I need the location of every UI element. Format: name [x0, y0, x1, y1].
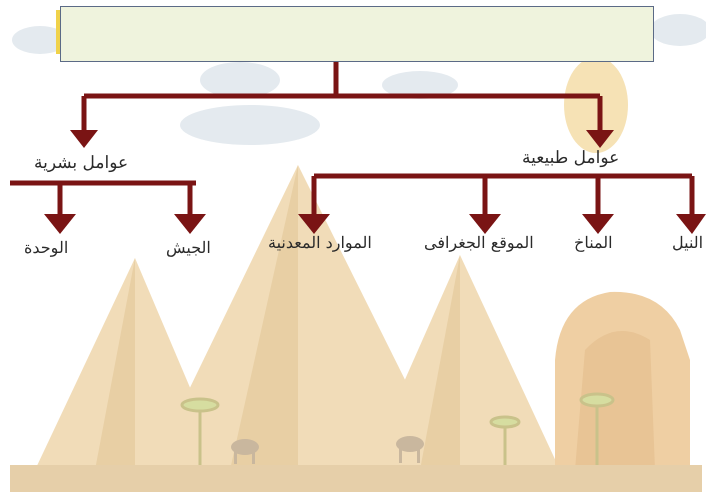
arrowhead — [586, 130, 614, 148]
arrowheads — [44, 130, 706, 234]
leaf-army: الجيش — [166, 238, 211, 257]
arrowhead — [44, 214, 76, 234]
camels — [231, 436, 424, 464]
leaf-unity: الوحدة — [24, 238, 69, 257]
natural-factors-label: عوامل طبيعية — [522, 148, 620, 168]
palm-trees — [180, 392, 615, 465]
arrowhead — [174, 214, 206, 234]
arrowhead — [582, 214, 614, 234]
connector-lines — [10, 62, 695, 218]
sun-glow — [564, 57, 628, 153]
leaf-mineral-resources: الموارد المعدنية — [268, 233, 372, 252]
ground — [10, 465, 702, 492]
clouds — [12, 14, 706, 145]
arrowhead — [676, 214, 706, 234]
pyramids — [35, 165, 560, 470]
leaf-geographic-location: الموقع الجغرافى — [424, 233, 534, 252]
title-accent-bar — [56, 10, 61, 54]
arrowhead — [70, 130, 98, 148]
arrowhead — [298, 214, 330, 234]
title-box — [60, 6, 654, 62]
human-factors-label: عوامل بشرية — [34, 153, 129, 173]
arrowhead — [469, 214, 501, 234]
leaf-nile: نهر النيل — [672, 233, 706, 252]
leaf-climate: المناخ — [574, 233, 613, 252]
